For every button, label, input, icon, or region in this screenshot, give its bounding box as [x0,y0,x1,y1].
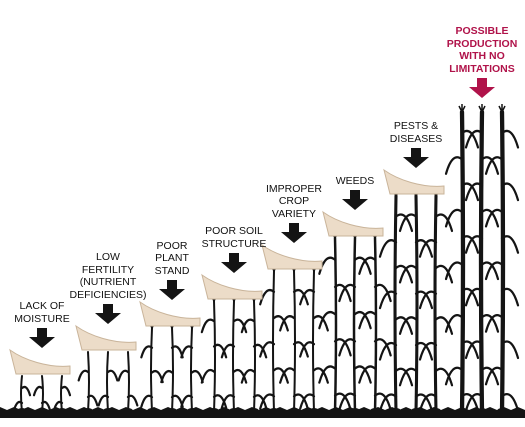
stage-label-line: STAND [154,264,190,277]
barrier-wedge-icon [383,168,445,195]
corn-plant [160,320,184,414]
arrow-down-icon [221,253,247,273]
stage-label-line: STRUCTURE [201,237,267,250]
arrow-down-icon [281,223,307,243]
corn-plant [358,230,392,414]
corn-plant [259,263,289,414]
stage-label-line: POSSIBLE [455,25,509,37]
corn-plant [240,293,268,414]
stage-label-line: DISEASES [389,132,443,145]
corn-plant [378,188,414,414]
corn-plant [338,230,372,414]
stage-label-line: MOISTURE [14,312,70,325]
corn-plant [117,351,139,414]
stage-label-line: DEFICIENCIES) [69,288,147,301]
stage-label-line: POOR SOIL [205,225,263,237]
barrier-wedge-icon [139,300,201,327]
stage-label-line: PLANT [155,252,189,264]
stage-label: PESTS &DISEASES [390,120,443,145]
stage-label-line: LOW [96,251,120,263]
arrow-down-icon [342,190,368,210]
corn-plant [180,320,204,414]
stage-label-line: LIMITATIONS [449,62,515,75]
stage-label-line: CROP [278,195,310,207]
arrow-down-icon [95,304,121,324]
corn-plant [318,230,352,414]
stage-label: WEEDS [336,175,375,188]
barrier-wedge-icon [201,273,263,300]
stage-label-line: WEEDS [335,174,375,187]
stage-label-line: (NUTRIENT [79,276,137,288]
stage-label-line: FERTILITY [81,263,135,276]
stage-label-line: POOR [156,239,188,252]
stage-label-line: VARIETY [271,207,317,220]
corn-plant [77,351,99,414]
barrier-wedge-icon [75,324,137,351]
arrow-down-icon [469,78,495,98]
stage-label-line: PESTS & [393,120,439,132]
corn-plant [97,351,119,414]
stage-label-line: WITH NO [459,50,505,62]
corn-plant [200,293,228,414]
arrow-down-icon [29,328,55,348]
corn-plant [140,320,164,414]
corn-plant [398,188,434,414]
barrier-wedge-icon [261,243,323,270]
barrier-wedge-icon [322,210,384,237]
stage-label-line: IMPROPER [265,182,323,195]
corn-plant [444,104,480,415]
corn-plant [484,104,520,415]
barrier-wedge-icon [9,348,71,375]
arrow-down-icon [159,280,185,300]
corn-plant [464,104,500,415]
soil-ground-line [0,407,525,418]
corn-plant [299,263,329,414]
stage-label-line: LACK OF [19,300,65,312]
arrow-down-icon [403,148,429,168]
stage-label-line: PRODUCTION [446,37,518,50]
wedges-layer [9,168,445,375]
corn-plant [279,263,309,414]
